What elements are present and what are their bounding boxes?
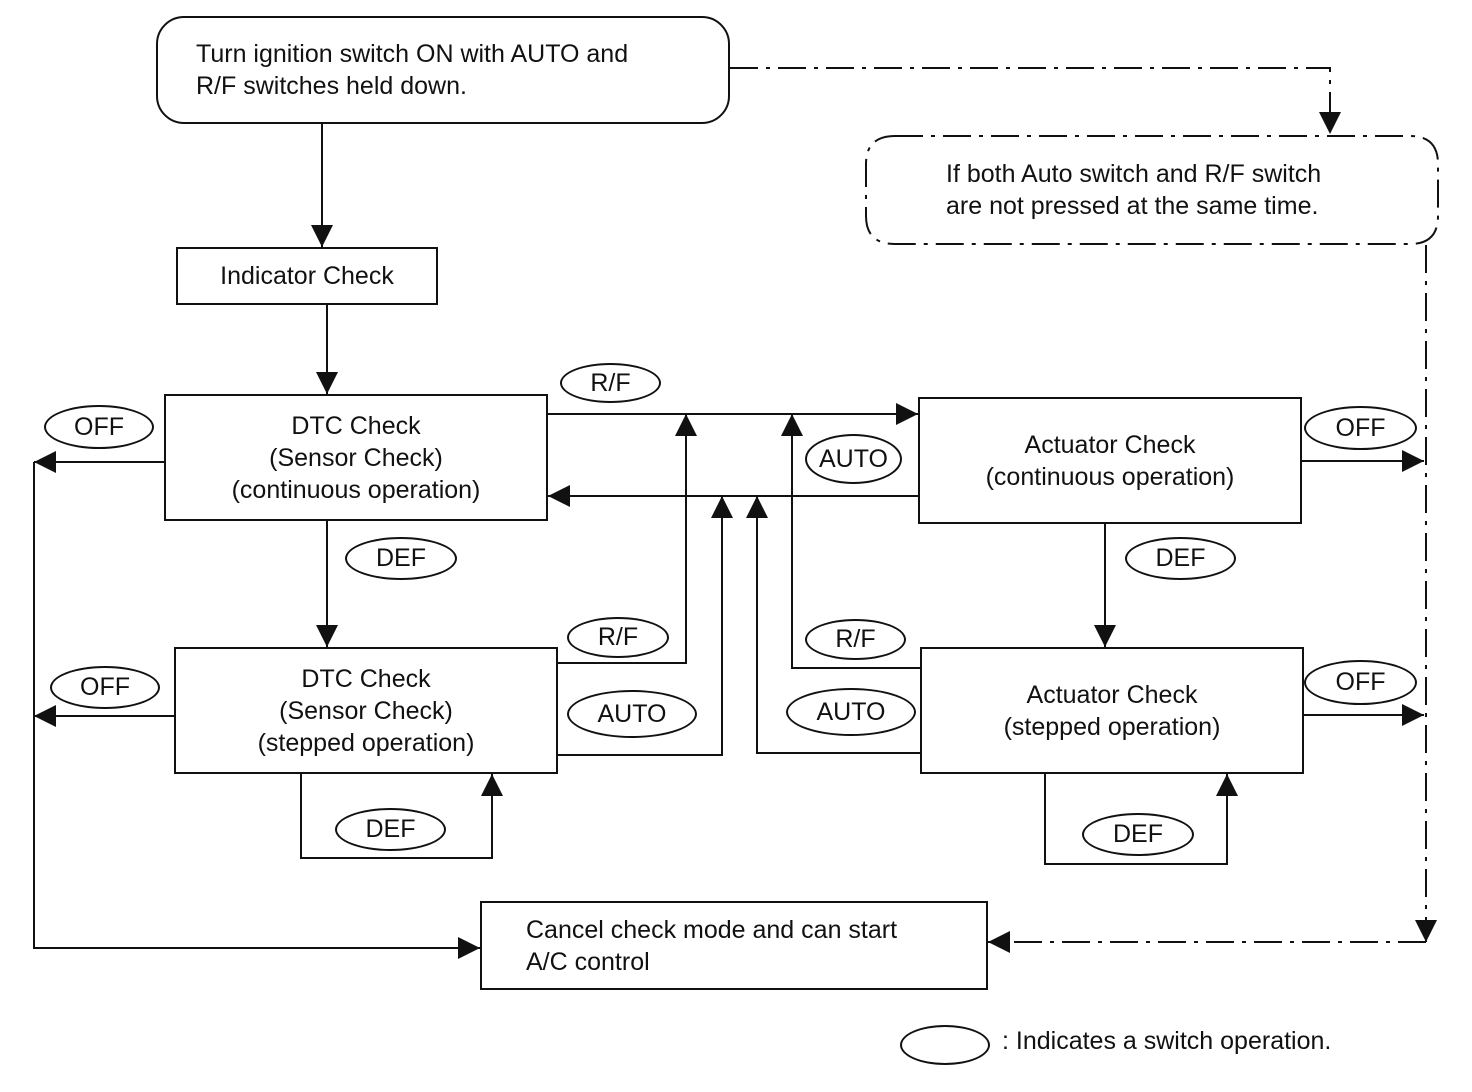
start-box: Turn ignition switch ON with AUTO and R/…	[156, 16, 730, 124]
dtc-check-continuous-box: DTC Check (Sensor Check) (continuous ope…	[164, 394, 548, 521]
off-switch-dtc-stepped[interactable]: OFF	[50, 666, 160, 709]
actuator-check-stepped-box: Actuator Check (stepped operation)	[920, 647, 1304, 774]
legend-oval-icon	[900, 1025, 990, 1065]
rf-switch-top[interactable]: R/F	[560, 363, 661, 403]
dtc-step-line-2: (Sensor Check)	[279, 696, 453, 725]
arrow-dtc-step-auto	[557, 496, 733, 756]
dtc-step-line-1: DTC Check	[301, 664, 431, 693]
act-step-line-1: Actuator Check	[1026, 680, 1198, 709]
def-switch-actuator-loop[interactable]: DEF	[1082, 813, 1194, 856]
not-pressed-line-2: are not pressed at the same time.	[946, 192, 1319, 220]
off-switch-actuator-stepped[interactable]: OFF	[1304, 660, 1417, 705]
off-switch-actuator-continuous[interactable]: OFF	[1304, 406, 1417, 450]
dashdot-start-to-not-pressed	[730, 67, 1341, 134]
indicator-check-label: Indicator Check	[220, 262, 394, 290]
arrow-left-bus-to-cancel	[33, 462, 480, 959]
cancel-line-2: A/C control	[526, 947, 650, 976]
indicator-check-box: Indicator Check	[176, 247, 438, 305]
act-cont-line-2: (continuous operation)	[985, 462, 1235, 491]
not-pressed-outline	[865, 135, 1439, 245]
dtc-check-stepped-box: DTC Check (Sensor Check) (stepped operat…	[174, 647, 558, 774]
def-switch-dtc[interactable]: DEF	[345, 537, 457, 580]
rf-switch-dtc-stepped[interactable]: R/F	[567, 617, 669, 658]
dtc-step-line-3: (stepped operation)	[257, 728, 475, 757]
auto-switch-actuator-stepped[interactable]: AUTO	[786, 688, 916, 736]
arrow-act-step-auto	[746, 496, 920, 754]
auto-switch-top[interactable]: AUTO	[805, 434, 902, 484]
act-cont-line-1: Actuator Check	[1024, 430, 1196, 459]
rf-switch-actuator-stepped[interactable]: R/F	[805, 619, 906, 660]
actuator-check-continuous-box: Actuator Check (continuous operation)	[918, 397, 1302, 524]
arrow-dtc-step-rf	[557, 414, 697, 664]
def-switch-actuator[interactable]: DEF	[1125, 537, 1236, 580]
act-step-line-2: (stepped operation)	[1003, 712, 1221, 741]
start-line-2: R/F switches held down.	[196, 72, 467, 100]
legend-text: : Indicates a switch operation.	[1002, 1027, 1332, 1055]
arrow-act-step-rf	[781, 414, 920, 669]
dtc-cont-line-3: (continuous operation)	[231, 475, 481, 504]
cancel-check-mode-box: Cancel check mode and can start A/C cont…	[480, 901, 988, 990]
not-pressed-box: If both Auto switch and R/F switch are n…	[866, 136, 1438, 244]
not-pressed-line-1: If both Auto switch and R/F switch	[946, 160, 1322, 188]
start-line-1: Turn ignition switch ON with AUTO and	[196, 40, 629, 68]
dtc-cont-line-2: (Sensor Check)	[269, 443, 443, 472]
off-switch-dtc-continuous[interactable]: OFF	[44, 405, 154, 449]
dtc-cont-line-1: DTC Check	[291, 411, 421, 440]
arrow-act-step-loop	[1044, 774, 1238, 865]
def-switch-dtc-loop[interactable]: DEF	[335, 808, 446, 851]
arrow-dtc-step-loop	[300, 774, 503, 859]
auto-switch-dtc-stepped[interactable]: AUTO	[567, 690, 697, 738]
cancel-line-1: Cancel check mode and can start	[526, 915, 898, 944]
